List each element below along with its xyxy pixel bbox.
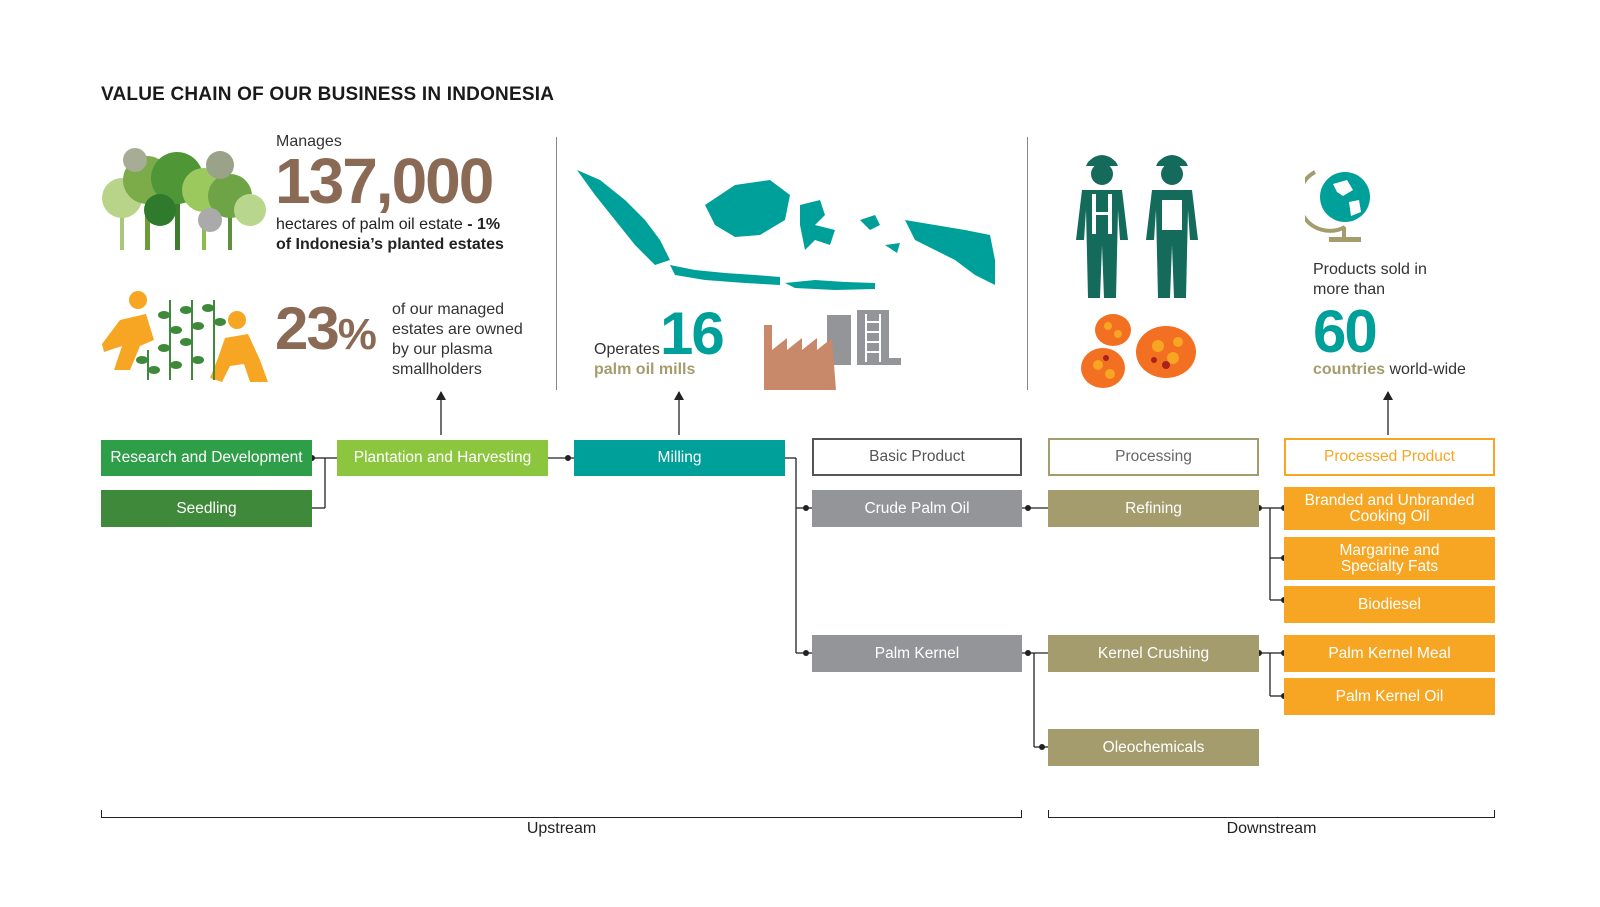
box-palm-kernel: Palm Kernel (812, 635, 1022, 672)
countries-line-1: Products sold in (1313, 261, 1427, 278)
hectares-line1: hectares of palm oil estate - 1% (276, 215, 500, 235)
box-milling: Milling (574, 440, 785, 476)
plasma-number: 23% (275, 297, 377, 367)
plasma-line-1: of our managed (392, 301, 505, 318)
plasma-line-3: by our plasma (392, 341, 493, 358)
plasma-line-4: smallholders (392, 361, 482, 378)
hectares-line1-bold: - 1% (467, 216, 501, 233)
hectares-prefix: Manages (276, 133, 342, 150)
workers-icon (1076, 155, 1198, 298)
plasma-line-2: estates are owned (392, 321, 523, 338)
box-plantation-and-harvesting: Plantation and Harvesting (337, 440, 548, 476)
box-research-and-development: Research and Development (101, 440, 312, 476)
globe-icon (1305, 170, 1370, 242)
upstream-label: Upstream (526, 820, 597, 837)
countries-line-2: more than (1313, 281, 1386, 298)
mills-number: 16 (660, 300, 725, 367)
mill-factory-icon (764, 310, 901, 390)
box-cooking-oil: Branded and Unbranded Cooking Oil (1284, 487, 1495, 530)
palm-trees-icon (102, 148, 266, 250)
box-kernel-crushing: Kernel Crushing (1048, 635, 1259, 672)
countries-label-rest: world-wide (1385, 361, 1466, 378)
box-margarine: Margarine and Specialty Fats (1284, 537, 1495, 580)
mills-prefix: Operates (594, 341, 660, 358)
separator-left (556, 137, 557, 390)
countries-number: 60 (1313, 298, 1378, 365)
plasma-number-value: 23 (275, 295, 340, 362)
box-processing: Processing (1048, 438, 1259, 476)
box-refining: Refining (1048, 490, 1259, 527)
box-basic-product: Basic Product (812, 438, 1022, 476)
box-palm-kernel-oil: Palm Kernel Oil (1284, 678, 1495, 715)
countries-label: countries world-wide (1313, 360, 1466, 380)
downstream-bracket (1048, 810, 1495, 818)
box-biodiesel: Biodiesel (1284, 586, 1495, 623)
box-seedling: Seedling (101, 490, 312, 527)
page-title: VALUE CHAIN OF OUR BUSINESS IN INDONESIA (101, 84, 555, 105)
upstream-bracket (101, 810, 1022, 818)
plasma-percent: % (337, 310, 377, 359)
hectares-line2: of Indonesia’s planted estates (276, 236, 504, 253)
indonesia-map-icon (577, 170, 995, 290)
mills-label: palm oil mills (594, 361, 696, 378)
box-crude-palm-oil: Crude Palm Oil (812, 490, 1022, 527)
hectares-number: 137,000 (275, 145, 494, 217)
separator-right (1027, 137, 1028, 390)
box-oleochemicals: Oleochemicals (1048, 729, 1259, 766)
countries-label-bold: countries (1313, 361, 1386, 378)
palm-fruit-icon (1081, 314, 1196, 388)
box-palm-kernel-meal: Palm Kernel Meal (1284, 635, 1495, 672)
box-processed-product: Processed Product (1284, 438, 1495, 476)
hectares-line1-plain: hectares of palm oil estate (276, 216, 468, 233)
farmers-planting-icon (102, 291, 268, 382)
downstream-label: Downstream (1226, 820, 1317, 837)
